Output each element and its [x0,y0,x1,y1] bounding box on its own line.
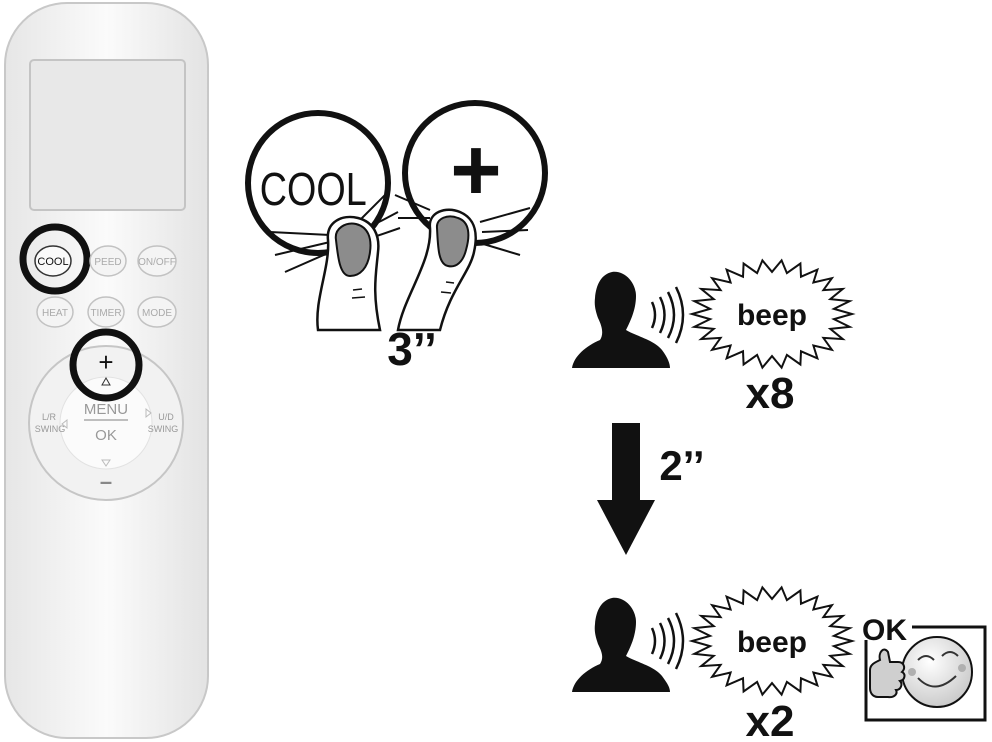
onoff-button[interactable]: ON/OFF [137,245,177,277]
menu-label: MENU [84,401,128,418]
remote-control: COOL PEED ON/OFF HEAT TIMER MODE [4,2,209,739]
cool-highlight-ring [19,223,91,295]
remote-display [29,59,186,211]
burst-outline [688,258,856,370]
left-fingernail [334,222,372,278]
lr-swing-label: SWING [35,424,66,434]
burst-outline [688,585,856,697]
beep-label-2: beep [737,626,807,659]
beep-burst-icon [688,258,856,370]
speed-button-label: PEED [94,257,121,268]
wait-time-label: 2’’ [659,442,704,489]
heat-button-label: HEAT [42,308,68,319]
ok-confirmation-badge: OK [862,614,987,722]
cool-button[interactable]: COOL [34,245,72,277]
zoom-cool-label: COOL [260,163,367,214]
left-finger [316,215,382,332]
mode-button[interactable]: MODE [137,296,177,328]
ud-swing-button[interactable]: U/D SWING [145,407,179,434]
wait-arrow: 2’’ [597,423,705,555]
plus-button-label: + [98,347,113,377]
speed-button[interactable]: PEED [89,245,127,277]
minus-button-label: – [100,469,112,494]
ok-badge-label: OK [862,614,907,647]
press-lines [269,194,531,273]
lr-swing-button[interactable]: L/R SWING [35,412,68,434]
zoomed-button-press: COOL + [245,100,548,375]
right-fingernail [435,215,470,268]
plus-highlight-ring [69,328,143,402]
person-head-icon-2 [572,597,670,692]
thumbs-up-icon [869,648,906,699]
heat-button[interactable]: HEAT [36,296,74,328]
menu-ok-button[interactable]: MENU OK [84,401,128,444]
beep-count-8: x8 [746,369,795,418]
ok-label: OK [95,427,117,444]
up-triangle-icon [101,376,111,386]
sound-waves-icon-2 [650,612,685,670]
person-head-icon [572,271,670,368]
right-triangle-icon [145,407,152,419]
timer-button-label: TIMER [90,308,121,319]
beep-burst-icon-2 [688,585,856,697]
timer-button[interactable]: TIMER [87,296,125,328]
navigation-pad[interactable] [28,345,184,501]
ud-swing-label: SWING [148,424,179,434]
ok-frame [864,625,987,722]
right-finger [396,208,477,332]
ud-label: U/D [158,412,174,422]
down-triangle-icon [101,459,111,467]
onoff-button-label: ON/OFF [138,257,176,268]
left-triangle-icon [61,418,68,430]
lr-label: L/R [42,412,57,422]
down-arrow-icon [597,500,655,555]
sound-waves-icon [650,286,685,344]
beep-x8-group: beep x8 [572,258,856,418]
beep-x2-group: beep x2 [572,585,856,742]
minus-button[interactable]: – [100,459,112,494]
plus-button[interactable]: + [98,347,114,386]
hold-time-label: 3’’ [387,323,436,375]
smiley-face-icon [901,636,973,708]
beep-count-2: x2 [746,697,795,742]
beep-label-1: beep [737,299,807,332]
down-arrow-shaft [612,423,640,503]
zoom-plus-label: + [450,120,501,219]
mode-button-label: MODE [142,308,172,319]
cool-button-label: COOL [37,256,68,268]
